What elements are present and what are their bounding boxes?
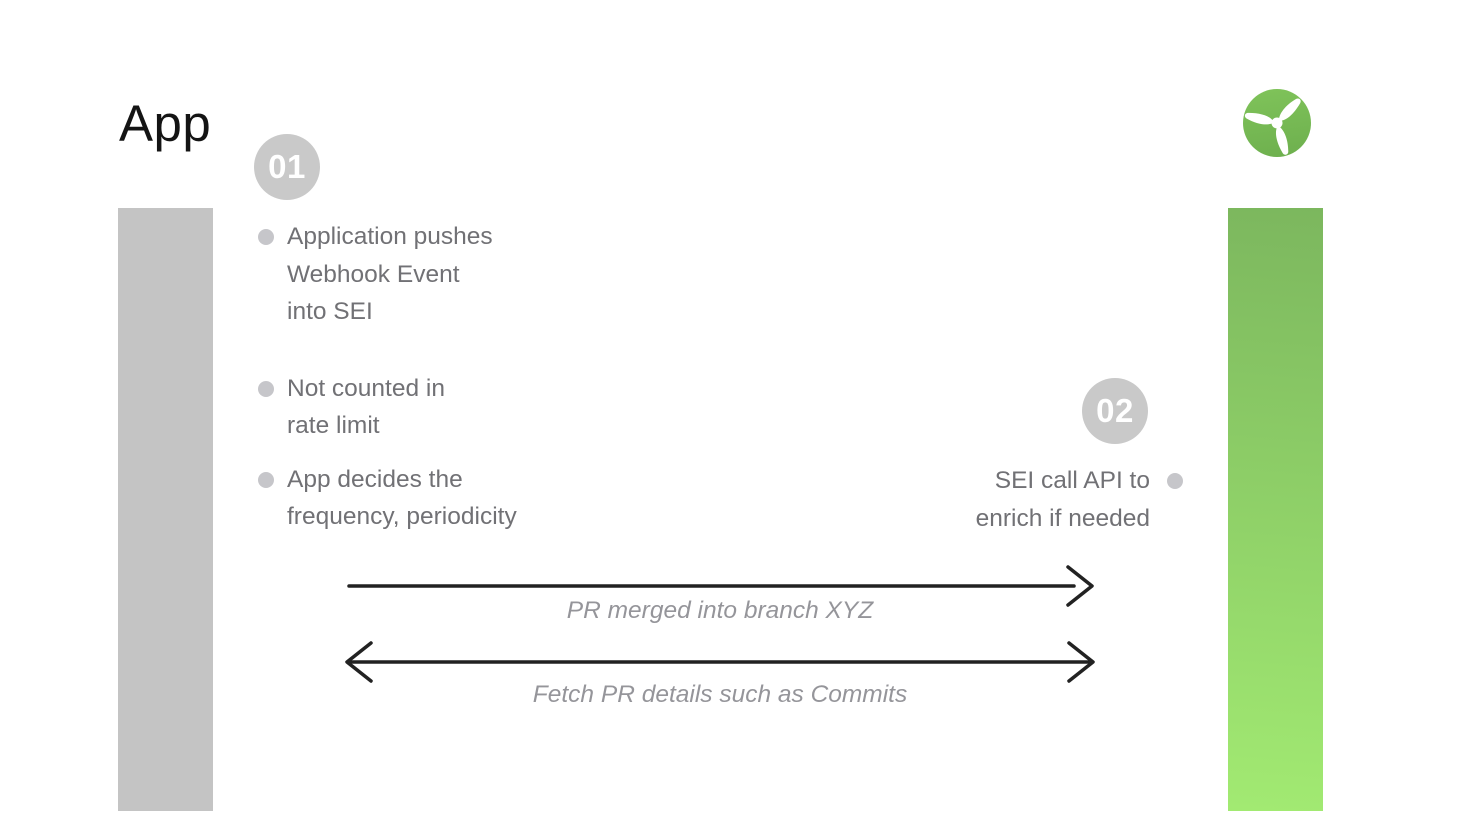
bullet-dot-icon bbox=[258, 380, 274, 397]
bullet-dot-icon bbox=[258, 471, 274, 488]
list-item: Application pushes Webhook Event into SE… bbox=[258, 218, 598, 331]
flow-label: PR merged into branch XYZ bbox=[566, 597, 874, 624]
bullet-text: Not counted in rate limit bbox=[287, 374, 445, 440]
step-02-bullet-list: SEI call API to enrich if needed bbox=[930, 462, 1183, 537]
propeller-logo-icon bbox=[1243, 89, 1311, 157]
app-lane-bar bbox=[118, 208, 213, 811]
bullet-dot-icon bbox=[258, 229, 274, 245]
step-02-badge: 02 bbox=[1082, 378, 1148, 444]
page-title: App bbox=[119, 95, 212, 152]
bullet-text: SEI call API to enrich if needed bbox=[975, 467, 1150, 532]
arrow-right-icon bbox=[347, 565, 1094, 607]
bullet-text: Application pushes Webhook Event into SE… bbox=[287, 223, 493, 325]
sei-lane-bar bbox=[1228, 208, 1323, 811]
list-item: Not counted in rate limit bbox=[258, 370, 598, 445]
list-item: App decides the frequency, periodicity bbox=[258, 461, 598, 536]
bullet-dot-icon bbox=[1167, 473, 1183, 489]
flow-label: Fetch PR details such as Commits bbox=[532, 681, 908, 708]
bullet-text: App decides the frequency, periodicity bbox=[287, 465, 517, 531]
step-01-bullet-list: Application pushes Webhook Event into SE… bbox=[258, 218, 598, 536]
arrow-both-icon bbox=[345, 641, 1095, 683]
step-01-badge: 01 bbox=[254, 134, 320, 200]
